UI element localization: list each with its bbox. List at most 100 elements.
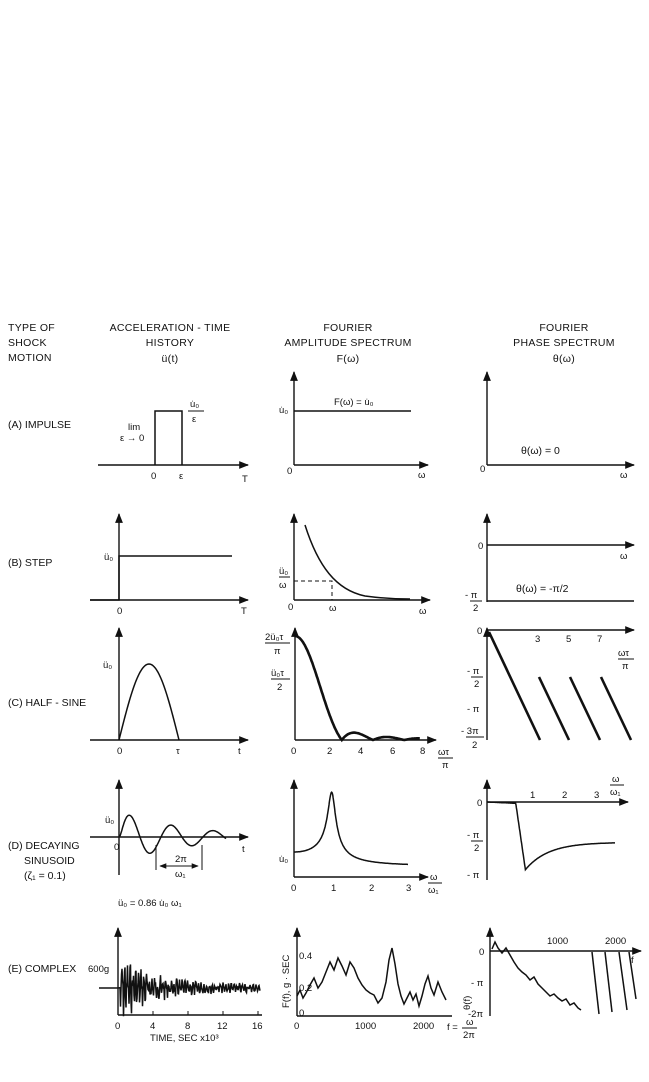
a-amp-omega: ω bbox=[418, 470, 426, 481]
d-phase-y-mpi: - π bbox=[467, 870, 480, 881]
header-col2-line3: ü(t) bbox=[162, 353, 179, 365]
b-time-T: T bbox=[241, 606, 247, 617]
a-time-eps-den: ε bbox=[192, 414, 197, 425]
e-amp-y-0: 0 bbox=[299, 1008, 304, 1019]
c-amp-mid: ü₀τ bbox=[271, 668, 284, 679]
e-phase-y-m2pi: -2π bbox=[468, 1009, 483, 1020]
e-time-ticks bbox=[117, 1011, 259, 1015]
c-amp-x-2: 2 bbox=[327, 746, 332, 757]
c-time-u0: ü₀ bbox=[103, 660, 112, 671]
d-phase-curve bbox=[487, 801, 615, 872]
row-e-amplitude: F(f), g · SEC 0.4 0.2 0 0 1000 2000 f = … bbox=[281, 927, 477, 1041]
header-col3-line2: AMPLITUDE SPECTRUM bbox=[284, 337, 411, 349]
header-col3-line3: F(ω) bbox=[337, 353, 360, 365]
a-time-u0: u̇₀ bbox=[190, 399, 199, 410]
header-col1-line3: MOTION bbox=[8, 352, 52, 364]
c-phase-y-2a: 2 bbox=[474, 679, 479, 690]
c-phase-segment-2 bbox=[537, 676, 571, 741]
c-amp-top-den: π bbox=[274, 646, 281, 657]
e-amp-spectrum-curve bbox=[296, 947, 447, 1009]
e-phase-f: f bbox=[631, 955, 634, 966]
c-phase-segment-3 bbox=[568, 676, 602, 741]
e-amp-x-2000: 2000 bbox=[413, 1021, 434, 1032]
a-time-lim: lim bbox=[128, 422, 140, 433]
d-phase-x-3: 3 bbox=[594, 790, 599, 801]
d-amp-resonance-curve bbox=[294, 791, 408, 866]
column-headers: TYPE OF SHOCK MOTION ACCELERATION - TIME… bbox=[8, 322, 615, 365]
row-a-time-history: u̇₀ ε lim ε → 0 0 ε T bbox=[98, 399, 249, 485]
row-label-decaying-line1: (D) DECAYING bbox=[8, 840, 80, 852]
c-amp-xlabel: ωτ bbox=[438, 747, 449, 758]
d-amp-xlabel-den: ω₁ bbox=[428, 885, 439, 896]
a-time-limsub: ε → 0 bbox=[120, 433, 144, 444]
a-amp-formula: F(ω) = u̇₀ bbox=[334, 397, 374, 408]
c-phase-segment-1 bbox=[487, 631, 542, 741]
d-time-2pi: 2π bbox=[175, 854, 187, 865]
d-phase-x-1: 1 bbox=[530, 790, 535, 801]
d-phase-y-mpi2: - π bbox=[467, 830, 480, 841]
e-amp-f: f = bbox=[447, 1022, 458, 1033]
header-col2-line1: ACCELERATION - TIME bbox=[110, 322, 231, 334]
header-col4-line1: FOURIER bbox=[539, 322, 588, 334]
e-phase-wrap-4 bbox=[628, 951, 637, 1000]
row-a-phase: θ(ω) = 0 0 ω bbox=[480, 371, 635, 481]
b-time-zero: 0 bbox=[117, 606, 122, 617]
c-time-zero: 0 bbox=[117, 746, 122, 757]
d-time-formula: ü₀ = 0.86 u̇₀ ω₁ bbox=[118, 898, 182, 909]
c-phase-y-mpi: - π bbox=[467, 704, 480, 715]
e-amp-y-02: 0.2 bbox=[299, 983, 312, 994]
row-label-half-sine: (C) HALF - SINE bbox=[8, 697, 86, 709]
a-amp-zero: 0 bbox=[287, 466, 292, 477]
a-impulse-pulse bbox=[154, 410, 183, 465]
a-phase-zero: 0 bbox=[480, 464, 485, 475]
e-amp-fnum: ω bbox=[466, 1017, 474, 1028]
c-amp-x-0: 0 bbox=[291, 746, 296, 757]
e-time-signal bbox=[117, 964, 261, 1017]
header-col2-line2: HISTORY bbox=[146, 337, 194, 349]
row-label-impulse: (A) IMPULSE bbox=[8, 419, 71, 431]
d-time-u0: ü₀ bbox=[105, 815, 114, 826]
c-amp-x-6: 6 bbox=[390, 746, 395, 757]
b-amp-decay-curve bbox=[304, 524, 411, 600]
e-time-xlabel: TIME, SEC x10³ bbox=[150, 1033, 219, 1044]
d-amp-x-3: 3 bbox=[406, 883, 411, 894]
header-col4-line2: PHASE SPECTRUM bbox=[513, 337, 615, 349]
d-phase-xlabel-den: ω₁ bbox=[610, 787, 621, 798]
e-time-x-4: 4 bbox=[150, 1021, 155, 1032]
header-col3-line1: FOURIER bbox=[323, 322, 372, 334]
e-phase-wrap-3 bbox=[618, 951, 628, 1011]
c-phase-x-3: 3 bbox=[535, 634, 540, 645]
b-phase-minus-pi: - π bbox=[465, 590, 478, 601]
b-phase-omega: ω bbox=[620, 551, 628, 562]
b-time-u0: ü₀ bbox=[104, 552, 113, 563]
d-amp-u0: u̇₀ bbox=[279, 854, 288, 865]
d-amp-xlabel: ω bbox=[430, 872, 438, 883]
c-phase-segment-4 bbox=[599, 676, 633, 741]
b-amp-omega: ω bbox=[419, 606, 427, 617]
d-phase-y-2: 2 bbox=[474, 843, 479, 854]
e-phase-x-2000: 2000 bbox=[605, 936, 626, 947]
c-phase-y-mpi2: - π bbox=[467, 666, 480, 677]
row-d-amplitude: u̇₀ 0 1 2 3 ω ω₁ bbox=[279, 779, 442, 896]
d-phase-zero: 0 bbox=[477, 798, 482, 809]
e-time-600g: 600g bbox=[88, 964, 109, 975]
row-b-amplitude: ü₀ ω 0 ω ω bbox=[279, 513, 431, 617]
row-label-step: (B) STEP bbox=[8, 557, 52, 569]
e-phase-wrap-2 bbox=[604, 951, 613, 1013]
c-time-t: t bbox=[238, 746, 241, 757]
d-amp-x-1: 1 bbox=[331, 883, 336, 894]
b-phase-formula: θ(ω) = -π/2 bbox=[516, 583, 569, 595]
e-phase-curve bbox=[491, 940, 582, 1011]
a-time-T: T bbox=[242, 474, 248, 485]
row-labels: (A) IMPULSE (B) STEP (C) HALF - SINE (D)… bbox=[8, 419, 86, 975]
d-time-zero: 0 bbox=[114, 842, 119, 853]
e-time-x-8: 8 bbox=[185, 1021, 190, 1032]
c-phase-x-5: 5 bbox=[566, 634, 571, 645]
e-time-x-0: 0 bbox=[115, 1021, 120, 1032]
e-phase-wrap-1 bbox=[591, 951, 600, 1015]
e-amp-fden: 2π bbox=[463, 1030, 475, 1041]
d-amp-x-0: 0 bbox=[291, 883, 296, 894]
a-phase-omega: ω bbox=[620, 470, 628, 481]
b-phase-zero: 0 bbox=[478, 541, 483, 552]
